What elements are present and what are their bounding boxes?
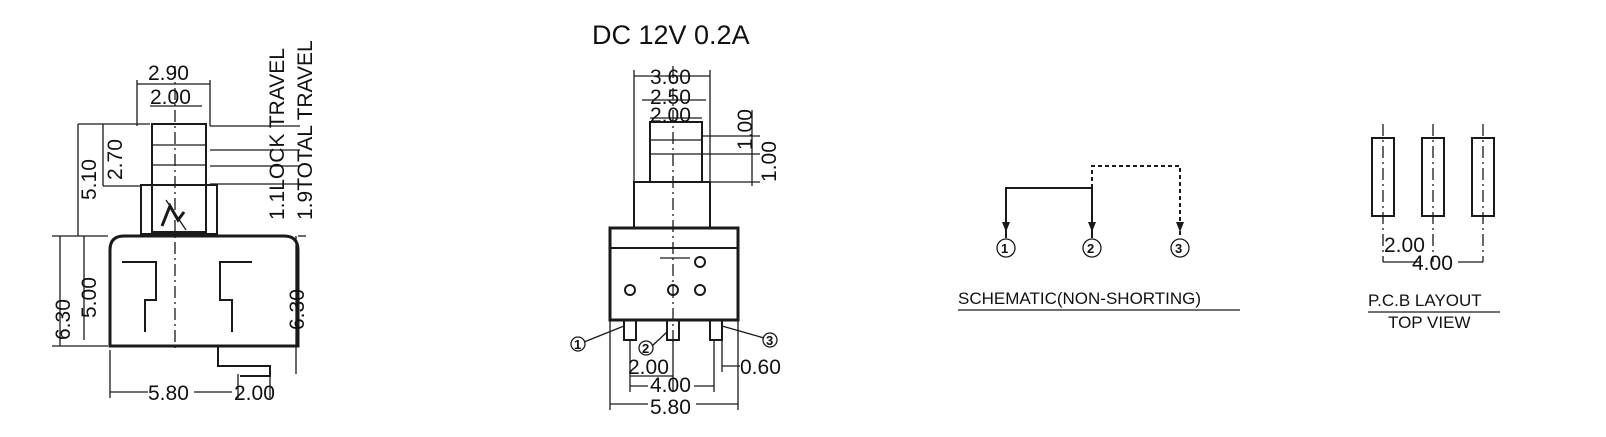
side-dim-right-1: 1.00 — [734, 109, 757, 150]
schematic-caption: SCHEMATIC(NON-SHORTING) — [958, 289, 1201, 308]
pcb-dim-span: 4.00 — [1412, 252, 1453, 275]
dim-total-travel: 1.9TOTAL TRAVEL — [294, 40, 317, 220]
side-pin-2: 2 — [642, 341, 649, 356]
dim-height-body-inner: 5.00 — [78, 277, 101, 318]
dim-height-plunger: 5.10 — [78, 159, 101, 200]
dim-width-body: 5.80 — [148, 382, 189, 405]
schematic: 1 2 3 SCHEMATIC(NON-SHORTING) — [958, 165, 1240, 311]
dim-height-step: 2.70 — [104, 139, 127, 180]
side-dim-right-2: 1.00 — [758, 141, 781, 182]
side-dim-top-3: 2.00 — [650, 104, 691, 127]
dim-top-inner: 2.00 — [150, 86, 191, 109]
pcb-caption-1: P.C.B LAYOUT — [1368, 291, 1482, 310]
dim-top-outer: 2.90 — [148, 62, 189, 85]
side-dim-width: 5.80 — [650, 396, 691, 419]
side-dim-top-1: 3.60 — [650, 66, 691, 89]
schematic-pin-1: 1 — [1001, 241, 1008, 256]
schematic-pin-3: 3 — [1175, 241, 1182, 256]
dim-lead: 2.00 — [234, 382, 275, 405]
dim-height-body-outer: 6.30 — [52, 299, 75, 340]
side-dim-pin-width: 0.60 — [740, 356, 781, 379]
schematic-pin-2: 2 — [1087, 241, 1094, 256]
front-view: 2.90 2.00 1.1LOCK TRAVEL 1.9TOTAL TRAVEL… — [52, 40, 317, 405]
pcb-layout: 2.00 4.00 P.C.B LAYOUT TOP VIEW — [1368, 124, 1500, 332]
side-pin-1: 1 — [574, 337, 581, 352]
pcb-dim-pitch: 2.00 — [1384, 234, 1425, 257]
side-dim-span: 4.00 — [650, 374, 691, 397]
rating-title: DC 12V 0.2A — [592, 20, 750, 50]
side-dim-top-2: 2.50 — [650, 86, 691, 109]
side-pin-3: 3 — [766, 333, 773, 348]
pcb-caption-2: TOP VIEW — [1388, 313, 1471, 332]
side-view: DC 12V 0.2A 3.60 2.50 2.00 1.00 — [570, 20, 781, 419]
dim-lock-travel: 1.1LOCK TRAVEL — [266, 48, 289, 220]
side-dim-pitch: 2.00 — [628, 356, 669, 379]
dim-height-right: 6.30 — [286, 289, 309, 330]
